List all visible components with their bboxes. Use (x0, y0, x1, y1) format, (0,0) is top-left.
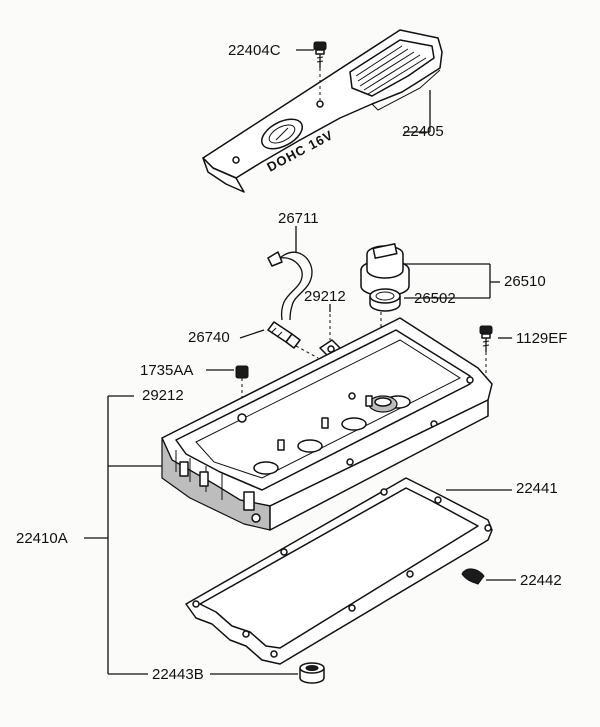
oil-filler-cap-part (360, 243, 410, 398)
label-oil-filler-cap: 26510 (504, 273, 546, 290)
label-bolt-1129ef: 1129EF (516, 330, 568, 347)
label-breather-hose: 26711 (278, 210, 319, 227)
engine-cover-part: DOHC 16V (202, 29, 443, 193)
half-moon-seal-part (461, 568, 485, 585)
label-rocker-cover-assy: 22410A (16, 530, 68, 547)
gasket-part (185, 477, 493, 665)
label-gasket: 22441 (516, 480, 558, 497)
cover-bolt-part (313, 41, 327, 100)
breather-hose-part (267, 251, 313, 321)
rocker-cover-part (161, 317, 493, 531)
label-pcv-valve: 26740 (188, 329, 230, 346)
leader-lines (84, 49, 516, 675)
label-grommet-upper: 29212 (304, 288, 346, 305)
label-spark-plug-seal: 22443B (152, 666, 204, 683)
label-cap-seal: 26502 (414, 290, 456, 307)
label-plug: 1735AA (140, 362, 194, 379)
label-half-moon-seal: 22442 (520, 572, 562, 589)
label-grommet-lower: 29212 (142, 387, 184, 404)
pcv-valve-part (267, 321, 319, 359)
spark-plug-seal-part (299, 662, 325, 684)
label-cover-bolt: 22404C (228, 42, 281, 59)
label-engine-cover: 22405 (402, 123, 444, 140)
